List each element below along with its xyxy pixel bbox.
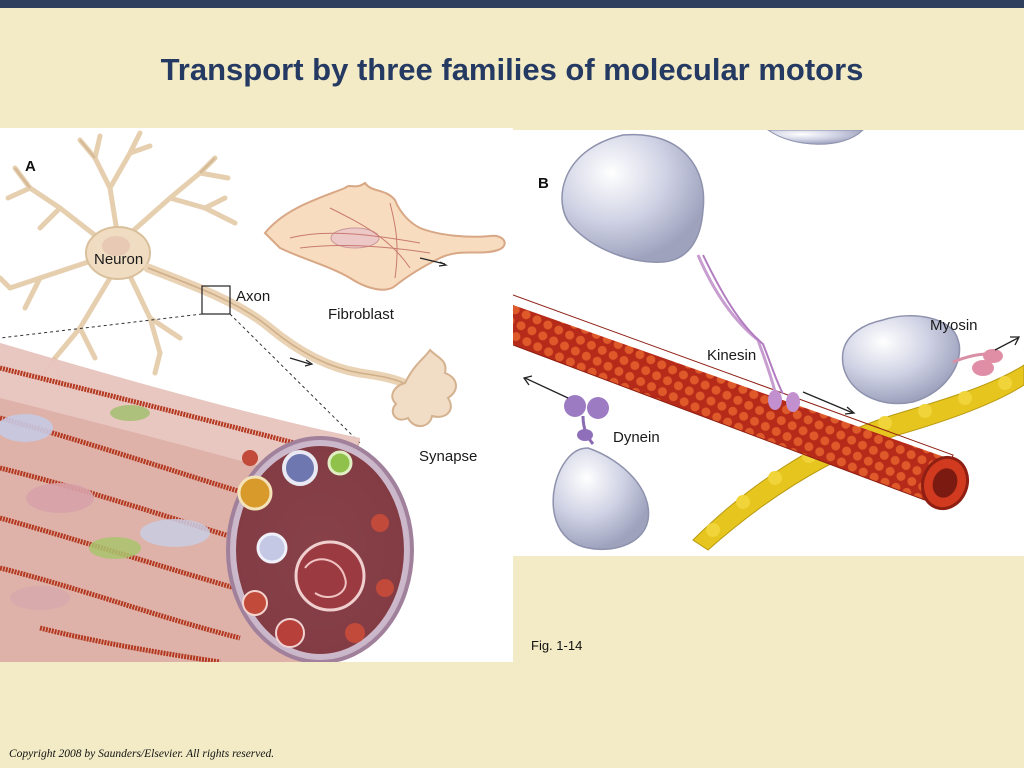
synapse-terminal [391,348,457,427]
label-kinesin: Kinesin [707,347,757,364]
label-fibroblast: Fibroblast [328,306,394,323]
label-axon: Axon [236,288,271,305]
magnify-box [201,285,231,315]
label-myosin: Myosin [930,317,978,334]
axon-cross-section [0,343,414,662]
label-synapse: Synapse [419,448,478,465]
panel-a-illustration: A Neuron Axon Fibroblast Synapse [0,128,513,662]
copyright-notice: Copyright 2008 by Saunders/Elsevier. All… [9,748,275,760]
fibroblast-cell [263,181,506,291]
panel-a-drawing [0,130,506,662]
panel-a-letter: A [25,158,36,175]
myosin-motor [841,315,1021,405]
top-bar [0,0,1024,8]
label-neuron: Neuron [94,251,144,268]
panel-b-letter: B [538,175,549,192]
panel-b-drawing [513,130,1024,551]
dynein-motor [522,375,650,551]
microtubule [513,294,970,511]
kinesin-motor [561,133,856,415]
panel-b-illustration: B Kinesin Myosin Dynein [513,130,1024,556]
figure-number: Fig. 1-14 [531,638,583,653]
slide-title: Transport by three families of molecular… [160,52,864,87]
label-dynein: Dynein [613,429,660,446]
